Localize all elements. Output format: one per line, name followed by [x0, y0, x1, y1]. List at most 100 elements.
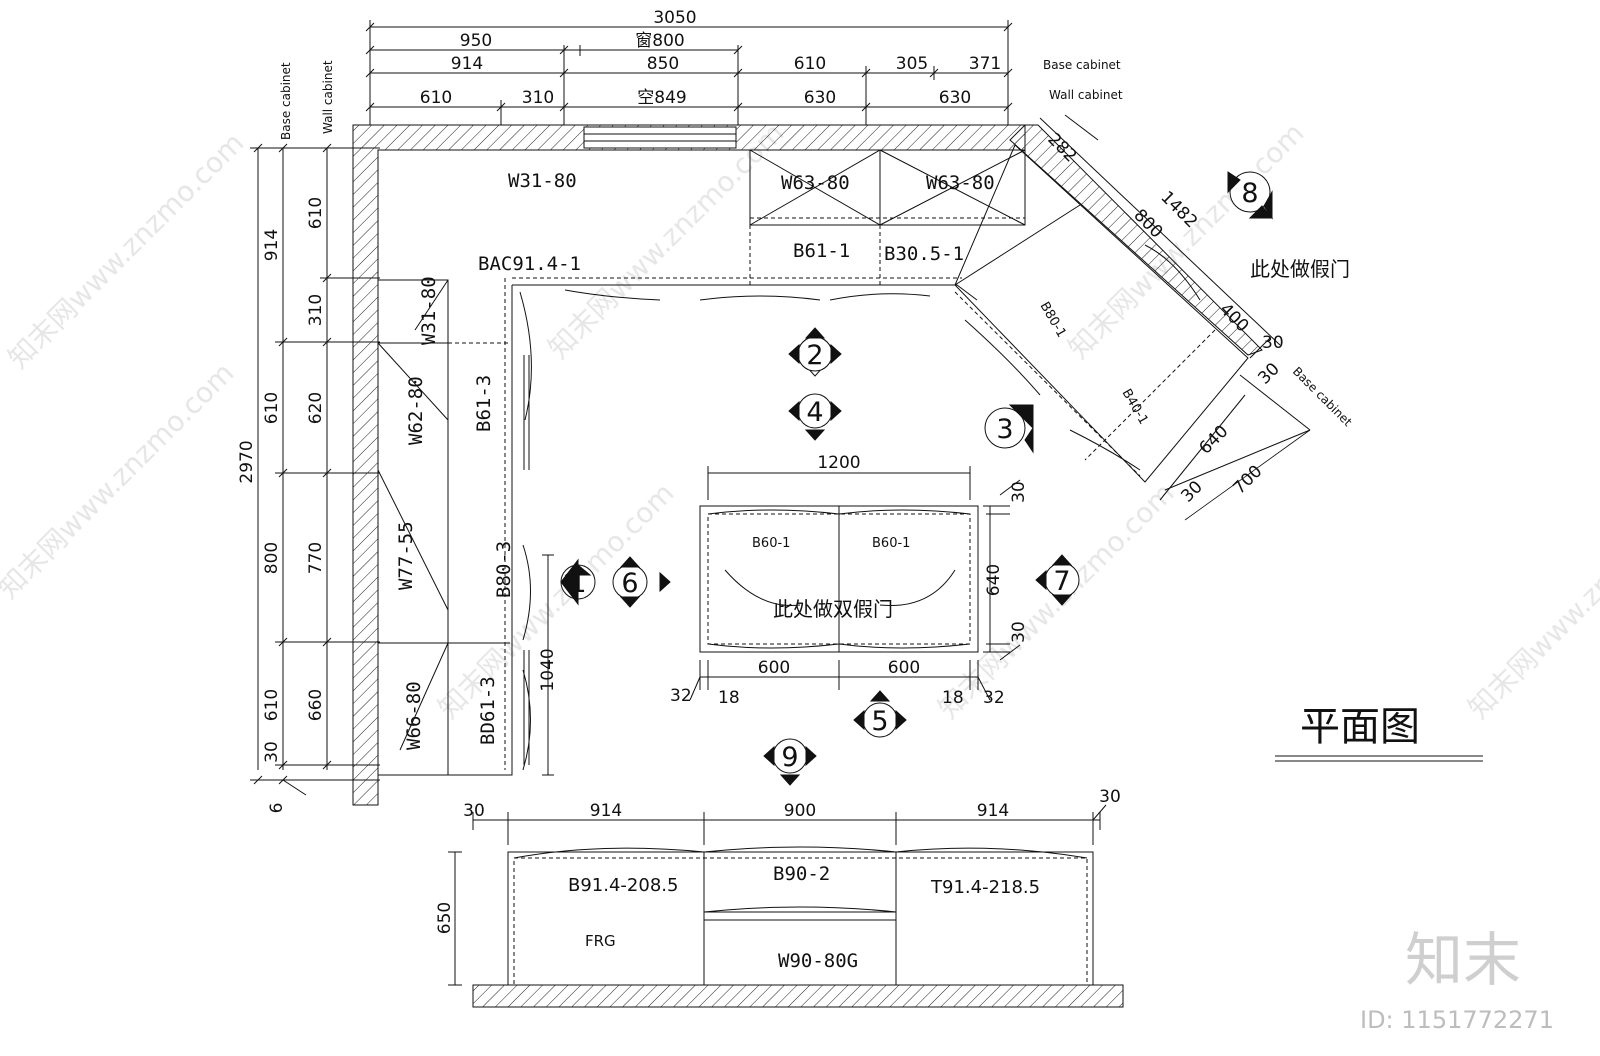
view-marker-2: 2: [789, 328, 841, 376]
dim-top-row2: 371: [969, 54, 1001, 74]
island-corner-dim: 32: [983, 688, 1005, 708]
view-marker-8: 8: [1228, 172, 1272, 218]
dim-left-outer: 800: [262, 542, 282, 574]
dim-top-row1: 窗800: [635, 31, 684, 51]
cabinet-b30-5-1: B30.5-1: [884, 243, 964, 265]
top-wall-cabinets: [750, 150, 1025, 225]
cabinet-b90-2: B90-2: [773, 863, 830, 885]
dim-angled: 30: [1177, 477, 1206, 506]
watermark-layer: 知末网www.znzmo.com 知末网www.znzmo.com 知末网www…: [0, 116, 1600, 725]
view-marker-9-label: 9: [781, 742, 798, 773]
view-marker-1-label: 1: [569, 568, 586, 599]
dim-top-row3: 空849: [637, 88, 686, 108]
island-cab-left: B60-1: [752, 536, 790, 551]
cabinet-w31-80-left: W31-80: [418, 276, 440, 345]
bottom-dim: 914: [977, 801, 1009, 821]
island-corner-dim: 32: [670, 686, 692, 706]
left-wall-cabinets: [378, 280, 510, 775]
cabinet-w31-80-top: W31-80: [508, 170, 577, 192]
island-corner-dim: 18: [942, 688, 964, 708]
dim-left-outer: 610: [262, 392, 282, 424]
dim-top-row3: 610: [420, 88, 452, 108]
cabinet-w62-80: W62-80: [405, 376, 427, 445]
view-markers: 1 2 3 4 5: [561, 172, 1272, 785]
view-marker-4: 4: [789, 394, 841, 440]
island-cab-right: B60-1: [872, 536, 910, 551]
view-marker-4-label: 4: [806, 397, 823, 428]
view-marker-3-label: 3: [996, 414, 1013, 445]
dim-top-row2: 850: [647, 54, 679, 74]
dim-left-run: 1040: [538, 648, 558, 691]
dim-top-overall: 3050: [653, 8, 696, 28]
base-cabinet-label-vertical: Base cabinet: [279, 62, 293, 140]
cabinet-w63-80-b: W63-80: [926, 172, 995, 194]
dim-left-inner: 770: [306, 542, 326, 574]
view-marker-5: 5: [854, 691, 906, 737]
dim-left-inner: 660: [306, 689, 326, 721]
island-labels: 1200 B60-1 B60-1 640 30 30 600 600 32 18…: [670, 453, 1029, 708]
watermark-text: 知末网www.znzmo.com: [1462, 476, 1600, 725]
island-side-top: 30: [1009, 481, 1029, 503]
island-side-bottom: 30: [1009, 621, 1029, 643]
island-bottom-dim: 600: [758, 658, 790, 678]
cabinet-bd61-3: BD61-3: [477, 676, 499, 745]
bottom-dim: 914: [590, 801, 622, 821]
dim-angled: 30: [1262, 333, 1284, 353]
false-door-note: 此处做假门: [1250, 257, 1350, 281]
dim-angled: 640: [1195, 421, 1232, 458]
cabinet-w66-80: W66-80: [403, 681, 425, 750]
dim-left-inner: 620: [306, 392, 326, 424]
left-base-cabinets: [378, 278, 554, 775]
view-marker-8-label: 8: [1241, 178, 1258, 209]
double-false-door-note: 此处做双假门: [773, 597, 893, 621]
watermark-text: 知末网www.znzmo.com: [2, 126, 251, 375]
view-marker-9: 9: [764, 739, 816, 785]
bottom-height: 650: [435, 902, 455, 934]
island-corner-dim: 18: [718, 688, 740, 708]
dimension-labels: 3050 950 窗800 914 850 610 305 371 610 31…: [237, 8, 1001, 813]
dim-angled: 30: [1254, 359, 1283, 388]
dim-top-row2: 914: [451, 54, 483, 74]
cabinet-t91-4-218-5: T91.4-218.5: [930, 877, 1040, 898]
dim-left-bottom: 6: [267, 803, 287, 814]
base-cabinet-label-angled: Base cabinet: [1290, 364, 1355, 429]
watermark-id: ID: 1151772271: [1360, 1006, 1554, 1034]
view-marker-7-label: 7: [1053, 566, 1070, 597]
dim-left-outer: 914: [262, 229, 282, 261]
cabinet-w90-80g: W90-80G: [778, 950, 858, 972]
bottom-dim: 30: [463, 801, 485, 821]
dim-top-row1: 950: [460, 31, 492, 51]
dim-left-inner: 310: [306, 294, 326, 326]
watermark-brand: 知末: [1405, 926, 1521, 994]
wall-cabinet-label-vertical: Wall cabinet: [321, 60, 335, 134]
view-marker-2-label: 2: [806, 340, 823, 371]
dim-left-outer: 30: [262, 741, 282, 763]
dim-top-row3: 310: [522, 88, 554, 108]
view-marker-6-label: 6: [621, 568, 638, 599]
cabinet-b61-3: B61-3: [473, 375, 495, 432]
plan-title: 平面图: [1300, 704, 1420, 750]
bottom-dim: 900: [784, 801, 816, 821]
wall-cabinet-label-top: Wall cabinet: [1049, 88, 1123, 102]
view-marker-3: 3: [985, 405, 1033, 452]
view-marker-1: 1: [561, 560, 595, 604]
view-marker-6: 6: [613, 557, 670, 607]
dim-left-outer: 610: [262, 689, 282, 721]
dim-left-inner: 610: [306, 197, 326, 229]
cabinet-b91-4-208-5: B91.4-208.5: [568, 875, 678, 896]
dim-top-row2: 610: [794, 54, 826, 74]
cabinet-w63-80-a: W63-80: [781, 172, 850, 194]
dim-top-row3: 630: [939, 88, 971, 108]
watermark-text: 知末网www.znzmo.com: [0, 356, 240, 605]
cabinet-b80-3: B80-3: [493, 541, 515, 598]
dim-left-overall: 2970: [237, 440, 257, 483]
bottom-tall-run: [448, 805, 1106, 985]
top-dimensions: [366, 20, 1012, 125]
cabinet-bac91-4-1: BAC91.4-1: [478, 253, 581, 275]
bottom-run-labels: 30 914 900 914 30 650 B91.4-208.5 FRG B9…: [435, 787, 1121, 972]
watermark-text: 知末网www.znzmo.com: [1062, 116, 1311, 365]
dim-angled: 700: [1229, 461, 1266, 498]
dim-top-row3: 630: [804, 88, 836, 108]
dim-top-row2: 305: [896, 54, 928, 74]
